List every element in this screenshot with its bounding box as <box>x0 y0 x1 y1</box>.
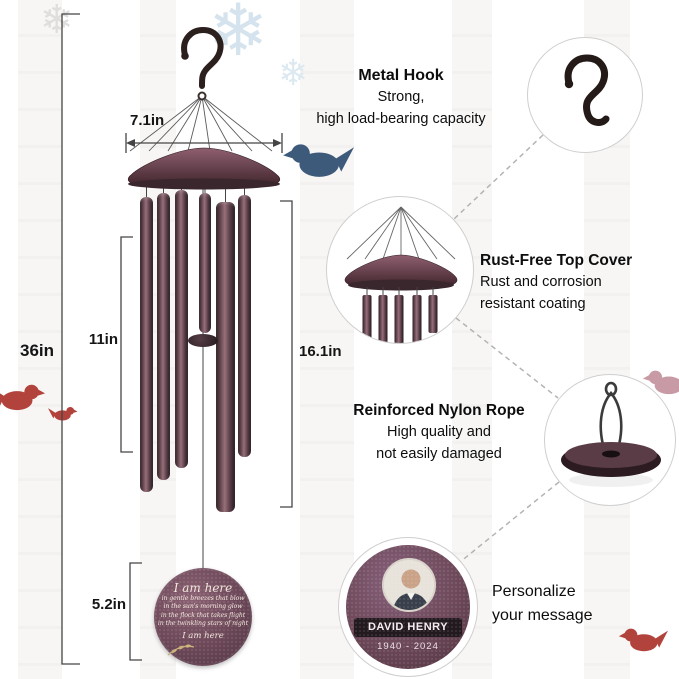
chime-tube-3 <box>175 190 188 468</box>
memorial-name: DAVID HENRY <box>367 621 449 633</box>
red-bird-icon <box>0 384 46 411</box>
clapper-disc <box>188 334 218 347</box>
small-snowflake-icon: ❄ <box>278 53 309 94</box>
gray-snowflake-icon: ❄ <box>40 0 74 43</box>
dimension-label-pendant-drop: 5.2in <box>91 596 126 613</box>
birch-trunk-decoration <box>300 0 354 679</box>
memorial-photo <box>382 558 436 612</box>
wind-catcher-pendant: I am here in gentle breezes that blow in… <box>154 568 252 666</box>
callout-circle-personalize: DAVID HENRY 1940 - 2024 <box>338 537 478 677</box>
birch-trunk-decoration <box>18 0 62 679</box>
callout-cover-title: Rust-Free Top Cover <box>480 252 633 269</box>
chime-tube-5 <box>216 202 235 512</box>
callout-rope-title: Reinforced Nylon Rope <box>353 402 525 419</box>
callout-circle-cover <box>326 196 474 344</box>
pendant-poem-line-2: in the sun's morning glow <box>163 603 243 611</box>
top-cover <box>127 147 281 190</box>
chime-tube-6 <box>238 195 251 457</box>
chime-tube-4 <box>199 193 211 333</box>
dimension-bracket-tube <box>120 236 133 453</box>
rope-detail-illustration <box>561 381 661 487</box>
bottom-red-bird-icon <box>618 628 668 652</box>
callout-text-cover: Rust-Free Top Cover Rust and corrosion r… <box>480 250 670 316</box>
pendant-closing-text: I am here <box>182 631 224 642</box>
laurel-icon <box>167 644 195 656</box>
blue-bird-icon <box>283 144 354 177</box>
metal-hook <box>181 26 224 89</box>
callout-rope-desc: High quality and not easily damaged <box>376 424 502 463</box>
callout-circle-hook <box>527 37 643 153</box>
pendant-opening-text: I am here <box>173 581 233 595</box>
dimension-label-top-width: 7.1in <box>130 112 165 129</box>
callout-hook-desc: Strong, high load-bearing capacity <box>316 89 486 127</box>
pendant-poem-line-1: in gentle breezes that blow <box>161 595 245 602</box>
dimension-label-tube-length: 11in <box>88 331 118 348</box>
callout-text-personalize: Personalize your message <box>492 580 652 628</box>
chime-tube-1 <box>140 197 153 492</box>
chime-tube-2 <box>157 193 170 480</box>
cover-detail-illustration <box>344 206 458 343</box>
person-photo-icon <box>384 560 434 610</box>
callout-personalize-title: Personalize your message <box>492 583 593 624</box>
pendant-poem-line-4: in the twinkling stars of night <box>157 620 249 628</box>
pendant-poem-line-3: in the flock that takes flight <box>160 611 246 619</box>
dimension-label-chime-section: 16.1in <box>299 343 342 360</box>
memorial-years: 1940 - 2024 <box>377 641 439 652</box>
callout-circle-rope <box>544 374 676 506</box>
callout-text-rope: Reinforced Nylon Rope High quality and n… <box>336 400 542 466</box>
callout-cover-desc: Rust and corrosion resistant coating <box>480 274 602 313</box>
memorial-disc: DAVID HENRY 1940 - 2024 <box>346 545 470 669</box>
callout-hook-title: Metal Hook <box>358 67 444 84</box>
callout-text-hook: Metal Hook Strong, high load-bearing cap… <box>296 64 506 131</box>
small-red-bird-icon <box>48 406 78 421</box>
memorial-name-banner: DAVID HENRY <box>354 618 462 637</box>
dimension-bracket-chime-section <box>280 200 293 508</box>
dimension-label-total-height: 36in <box>19 341 55 360</box>
hook-detail-icon <box>564 54 610 126</box>
